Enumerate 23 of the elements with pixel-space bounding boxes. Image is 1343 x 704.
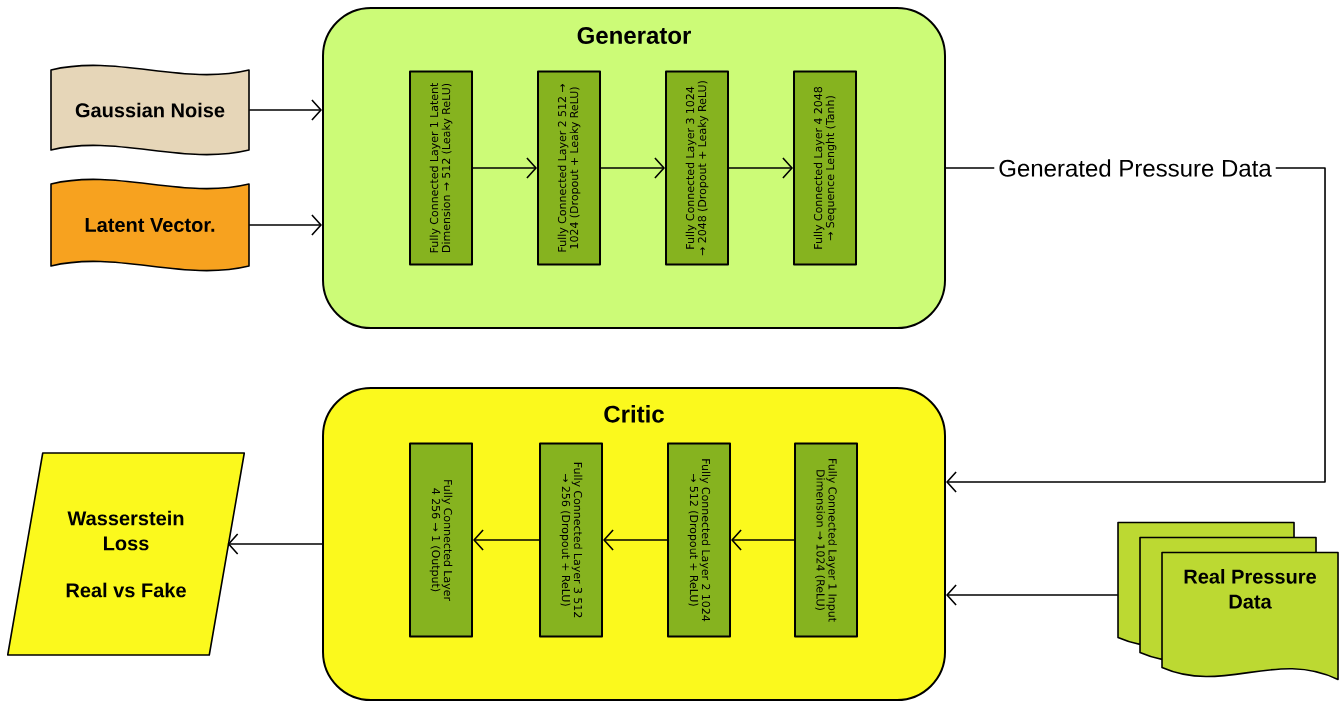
arrow [472, 157, 537, 179]
arrow [946, 584, 1119, 606]
input-flag: Latent Vector. [50, 178, 250, 272]
arrow [248, 99, 322, 121]
document-stack: Real Pressure Data [1117, 521, 1339, 681]
layer-box: Fully Connected Layer 1 Input Dimension → 1024 (ReLU) [794, 442, 858, 638]
output-parallelogram: Wasserstein Loss Real vs Fake [6, 452, 246, 656]
arrow [227, 533, 323, 555]
layer-box: Fully Connected Layer 4 256 → 1 (Output) [409, 442, 473, 638]
arrow [600, 157, 665, 179]
arrow [728, 157, 793, 179]
arrow [248, 214, 322, 236]
input-flag: Gaussian Noise [50, 64, 250, 156]
layer-box: Fully Connected Layer 2 1024 → 512 (Dropout + ReLU) [667, 442, 731, 638]
arrow [473, 529, 540, 551]
arrow [603, 529, 668, 551]
layer-box: Fully Connected Layer 2 512 → 1024 (Dropout + Leaky ReLU) [537, 70, 601, 266]
edge-label: Generated Pressure Data [994, 155, 1276, 181]
layer-box: Fully Connected Layer 3 1024 → 2048 (Dropout + Leaky ReLU) [665, 70, 729, 266]
layer-box: Fully Connected Layer 4 2048 → Sequence Lenght (Tanh) [793, 70, 857, 266]
layer-box: Fully Connected Layer 3 512 → 256 (Dropout + ReLU) [539, 442, 603, 638]
arrow [731, 529, 795, 551]
layer-box: Fully Connected Layer 1 Latent Dimension → 512 (Leaky ReLU) [409, 70, 473, 266]
